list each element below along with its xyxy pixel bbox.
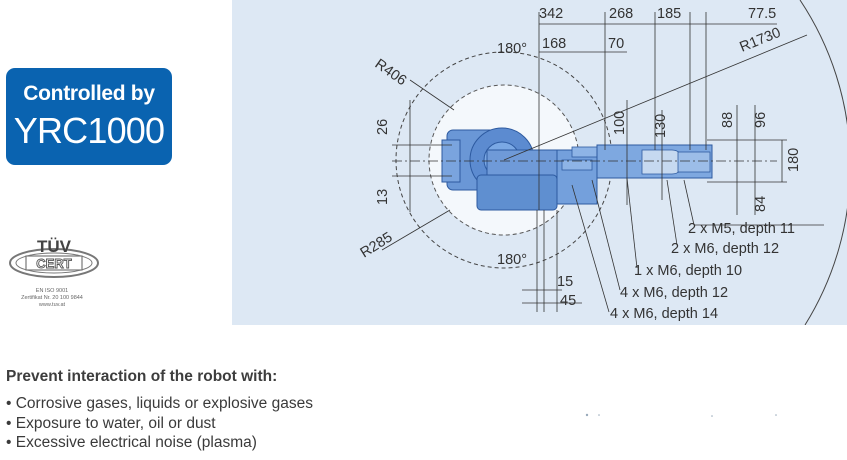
- tuv-norm: EN ISO 9001: [35, 288, 69, 294]
- usage-notes: Prevent interaction of the robot with: •…: [6, 368, 313, 453]
- list-item: • Exposure to water, oil or dust: [6, 414, 216, 432]
- angle-180-top: 180°: [497, 41, 527, 57]
- dim-15: 15: [557, 274, 573, 290]
- controller-badge: Controlled by YRC1000: [6, 68, 172, 165]
- badge-yrc1000: YRC1000: [13, 110, 165, 151]
- dim-13: 13: [375, 189, 391, 205]
- tuv-zertifikat: Zertifikat Nr. 20 100 9844: [21, 295, 83, 301]
- dim-88: 88: [720, 112, 736, 128]
- dim-77-5: 77.5: [748, 6, 776, 22]
- list-item-text: Excessive electrical noise (plasma): [15, 434, 257, 451]
- tuv-seal-icon: TÜV CERT: [9, 237, 99, 278]
- hole-spec-1: 2 x M5, depth 11: [688, 221, 795, 237]
- radius-r406: R406: [372, 56, 410, 89]
- robot-dimension-drawing: 342 268 185 77.5 168 70 180° 180° R1730 …: [358, 0, 847, 325]
- list-item-text: Corrosive gases, liquids or explosive ga…: [15, 395, 313, 412]
- dim-180: 180: [786, 148, 802, 172]
- reach-envelope-arc: [799, 0, 847, 325]
- radius-r1730: R1730: [738, 25, 784, 56]
- dim-45: 45: [560, 293, 576, 309]
- hole-spec-3: 1 x M6, depth 10: [634, 263, 742, 279]
- tuv-cert-logo: TÜV CERT EN ISO 9001 Zertifikat Nr. 20 1…: [4, 232, 108, 312]
- badge-controlled-by: Controlled by: [23, 82, 155, 105]
- tuv-top-text: TÜV: [37, 237, 72, 256]
- radius-r285: R285: [358, 229, 396, 261]
- list-item-text: Exposure to water, oil or dust: [15, 414, 216, 432]
- hole-spec-2: 2 x M6, depth 12: [671, 241, 779, 257]
- dim-130: 130: [653, 114, 669, 138]
- dim-100: 100: [612, 111, 628, 135]
- dim-185: 185: [657, 6, 681, 22]
- hole-spec-5: 4 x M6, depth 14: [610, 306, 718, 322]
- angle-180-bottom: 180°: [497, 252, 527, 268]
- dim-96: 96: [753, 112, 769, 128]
- dim-84: 84: [753, 196, 769, 212]
- robot-body: [441, 127, 713, 211]
- tuv-site: www.tuv.at: [38, 302, 66, 308]
- dim-168: 168: [542, 36, 566, 52]
- dim-268: 268: [609, 6, 633, 22]
- dimension-drawing-panel: 342 268 185 77.5 168 70 180° 180° R1730 …: [232, 0, 847, 325]
- list-item: • Corrosive gases, liquids or explosive …: [6, 395, 313, 412]
- dim-70: 70: [608, 36, 624, 52]
- decorative-dots: [585, 413, 777, 417]
- notes-heading: Prevent interaction of the robot with:: [6, 368, 278, 385]
- tuv-cert-text: CERT: [36, 256, 71, 271]
- dim-342: 342: [539, 6, 563, 22]
- hole-spec-4: 4 x M6, depth 12: [620, 285, 728, 301]
- list-item: • Excessive electrical noise (plasma): [6, 434, 257, 451]
- dim-26: 26: [375, 119, 391, 135]
